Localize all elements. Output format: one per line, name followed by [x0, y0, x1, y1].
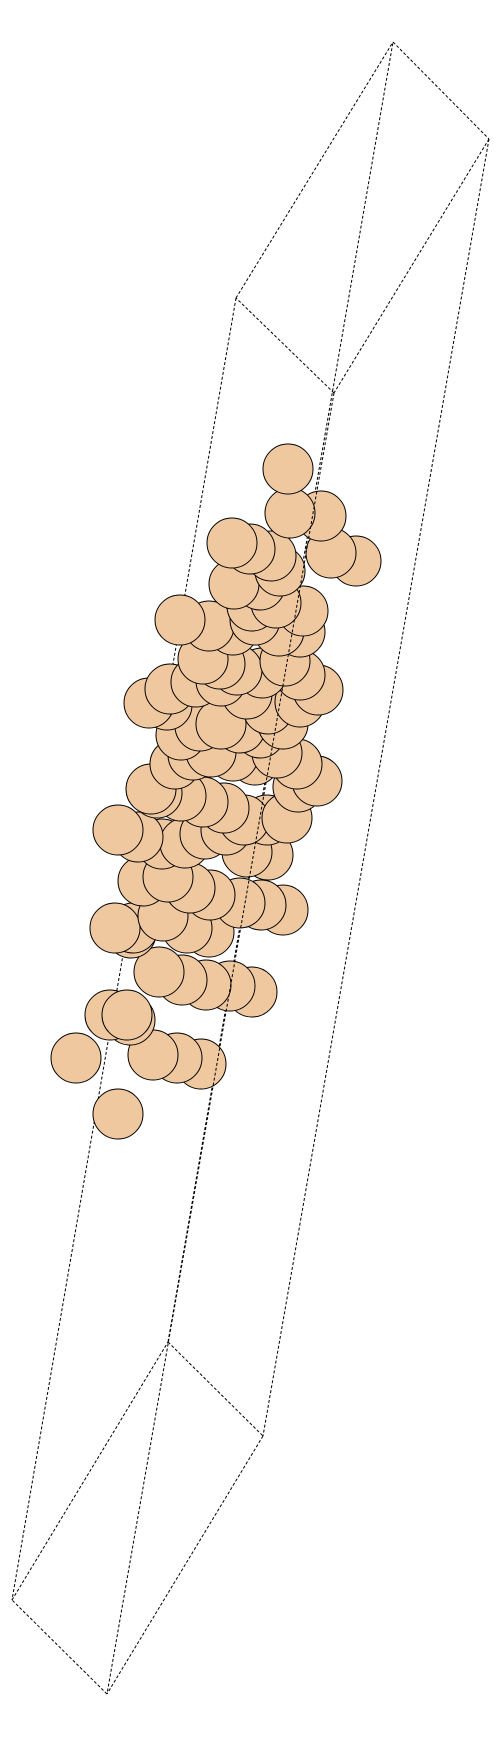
atom-sphere [264, 487, 316, 539]
atom-sphere [92, 804, 144, 856]
unit-cell-edge [333, 138, 490, 394]
unit-cell-edge [262, 138, 490, 1437]
atom-sphere [154, 594, 206, 646]
atom-sphere [92, 1088, 144, 1140]
atom-sphere [89, 902, 141, 954]
atom-sphere [133, 946, 185, 998]
unit-cell-edge [106, 392, 335, 1695]
atom-sphere [206, 517, 258, 569]
unit-cell-edge [235, 41, 394, 299]
unit-cell-edge [11, 1341, 169, 1601]
unit-cell-edge [235, 297, 335, 394]
unit-cell-front-edges [11, 41, 490, 1695]
unit-cell-edge [167, 1341, 264, 1437]
atom-cluster [50, 443, 382, 1140]
unit-cell-edge [106, 1435, 264, 1695]
atom-sphere [101, 989, 153, 1041]
unit-cell-edge [11, 1599, 108, 1695]
atom-sphere [262, 443, 314, 495]
atom-sphere [50, 1032, 102, 1084]
unit-cell-edge [392, 41, 490, 140]
